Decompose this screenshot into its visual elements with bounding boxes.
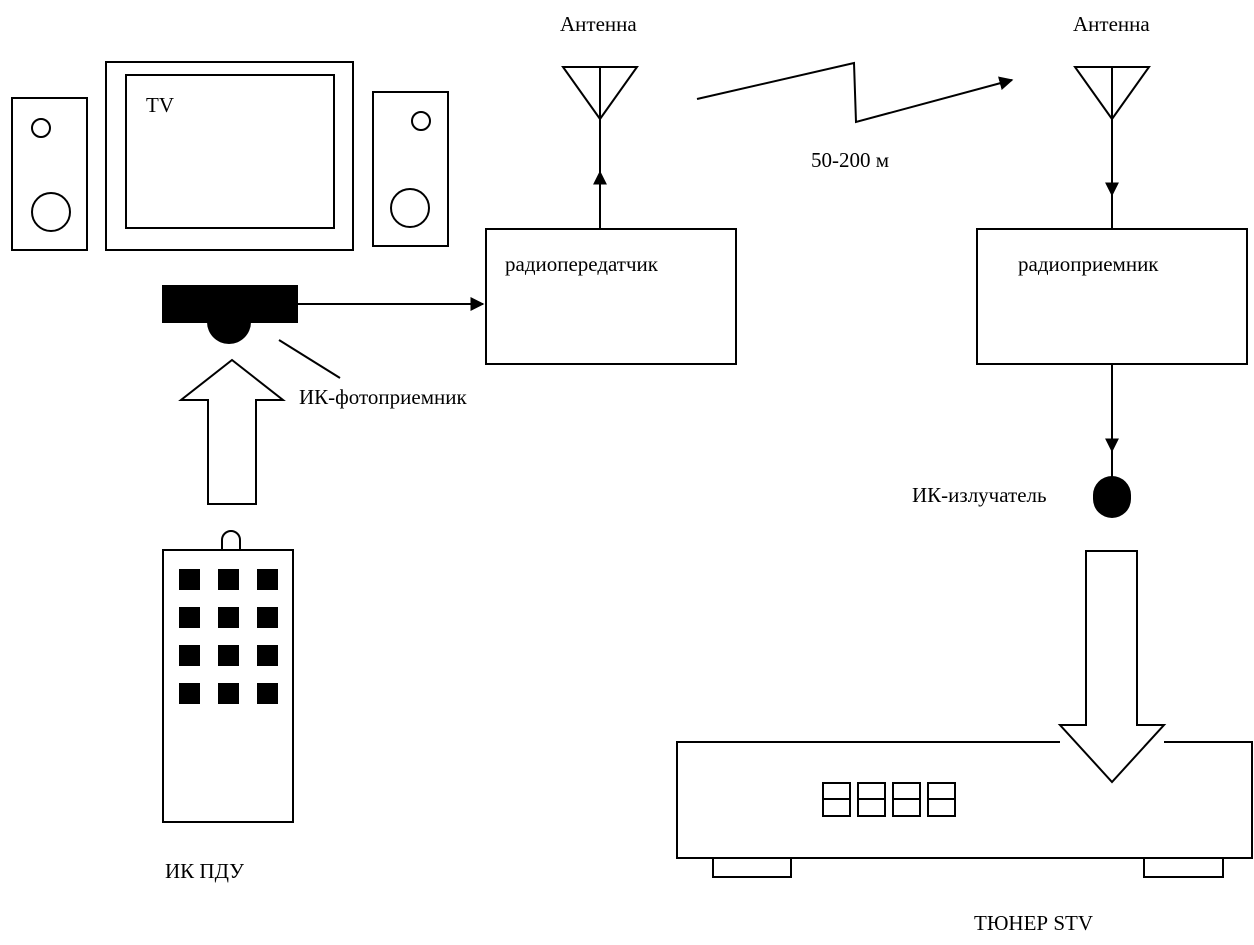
remote-button bbox=[218, 607, 239, 628]
receiver-label: радиоприемник bbox=[1018, 252, 1159, 276]
tuner-foot-left bbox=[712, 857, 792, 878]
antenna-left: Антенна bbox=[560, 12, 639, 229]
remote-button bbox=[218, 569, 239, 590]
remote-button bbox=[179, 607, 200, 628]
ir-emitter-label: ИК-излучатель bbox=[912, 483, 1047, 507]
tv-label: TV bbox=[146, 93, 174, 117]
right-speaker bbox=[372, 91, 449, 247]
remote-button bbox=[179, 683, 200, 704]
remote-button bbox=[218, 645, 239, 666]
display-digit bbox=[857, 782, 886, 817]
remote-button bbox=[179, 645, 200, 666]
stv-tuner: ТЮНЕР STV bbox=[676, 741, 1253, 935]
remote-button bbox=[257, 607, 278, 628]
display-digit bbox=[822, 782, 851, 817]
ir-beam-arrow-up bbox=[178, 358, 286, 505]
radio-link-zigzag bbox=[696, 61, 1014, 124]
antenna-right: Антенна bbox=[1073, 12, 1151, 229]
ir-remote-control: ИК ПДУ bbox=[162, 530, 294, 883]
radio-transmitter: радиопередатчик bbox=[485, 228, 737, 365]
tuner-foot-right bbox=[1143, 857, 1224, 878]
tv-set: TV bbox=[105, 61, 354, 251]
remote-button bbox=[257, 683, 278, 704]
ir-photoreceiver-label: ИК-фотоприемник bbox=[299, 385, 467, 409]
tuner-label: ТЮНЕР STV bbox=[974, 911, 1093, 935]
display-digit bbox=[892, 782, 921, 817]
ir-photoreceiver: ИК-фотоприемник bbox=[162, 285, 467, 409]
tuner-display bbox=[822, 782, 956, 817]
ir-beam-arrow-down bbox=[1057, 550, 1167, 784]
antenna-left-label: Антенна bbox=[560, 12, 637, 36]
remote-button bbox=[218, 683, 239, 704]
radio-receiver: радиоприемник bbox=[976, 228, 1248, 365]
transmitter-label: радиопередатчик bbox=[505, 252, 659, 276]
antenna-right-label: Антенна bbox=[1073, 12, 1150, 36]
ir-emitter: ИК-излучатель bbox=[912, 476, 1131, 518]
left-speaker bbox=[11, 97, 88, 251]
remote-button bbox=[257, 569, 278, 590]
display-digit bbox=[927, 782, 956, 817]
remote-button bbox=[179, 569, 200, 590]
remote-label: ИК ПДУ bbox=[165, 859, 244, 883]
distance-label: 50-200 м bbox=[811, 148, 889, 172]
remote-button bbox=[257, 645, 278, 666]
remote-button-grid bbox=[179, 569, 278, 704]
